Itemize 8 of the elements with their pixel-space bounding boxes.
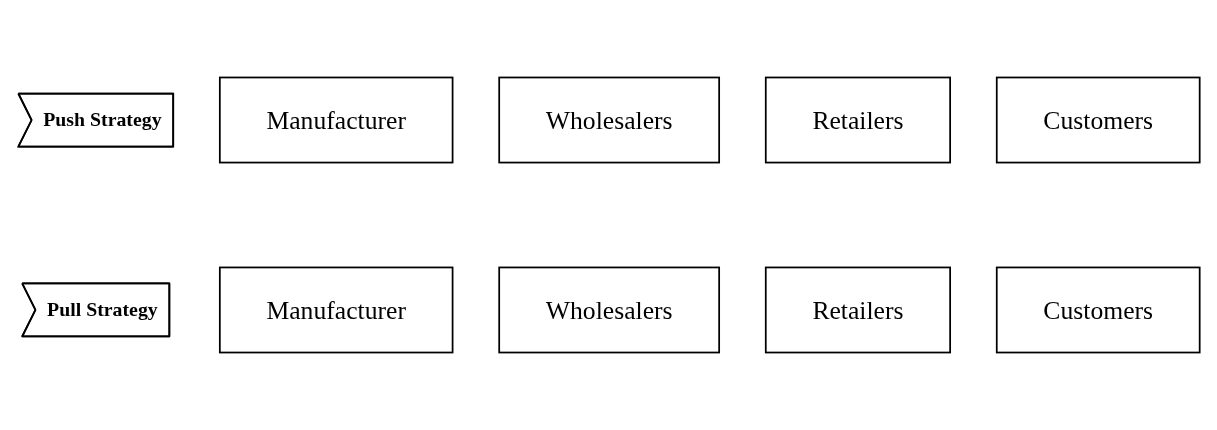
node-box: Retailers: [764, 266, 951, 354]
node-box: Customers: [995, 266, 1201, 354]
node-box: Wholesalers: [497, 266, 720, 354]
node-box: Wholesalers: [497, 76, 720, 164]
node-box: Customers: [995, 76, 1201, 164]
node-box: Manufacturer: [218, 266, 453, 354]
node-box: Manufacturer: [218, 76, 453, 164]
node-box: Retailers: [764, 76, 951, 164]
